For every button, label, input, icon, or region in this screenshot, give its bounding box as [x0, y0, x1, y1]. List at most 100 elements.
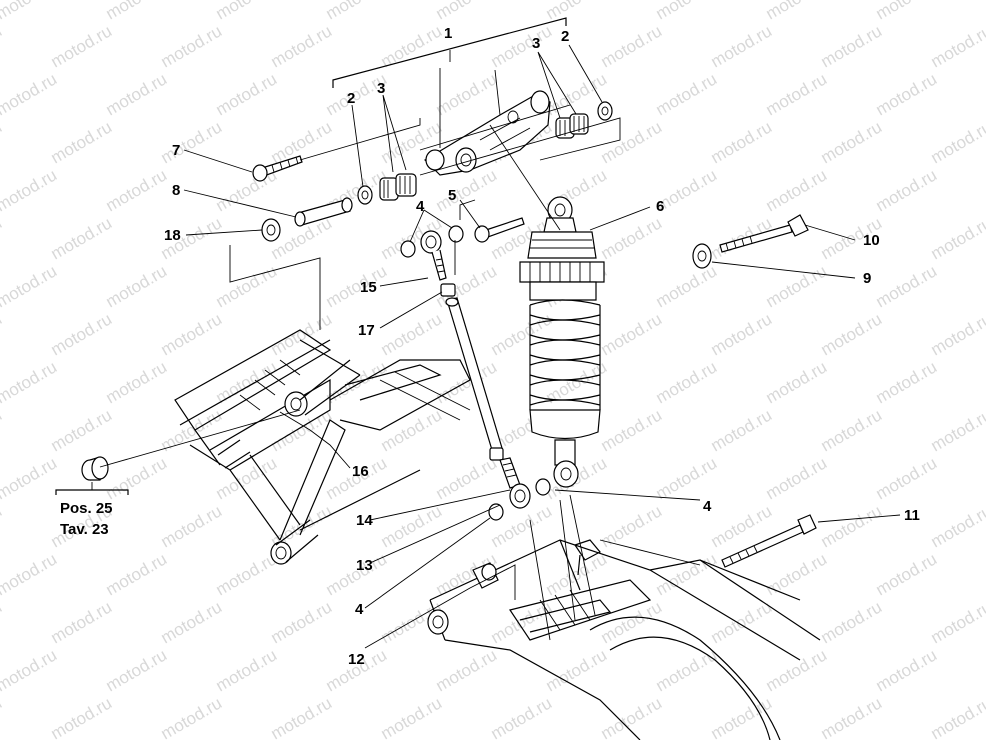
needle-bearing-right — [555, 113, 589, 139]
watermark-text: motod.ru — [873, 165, 941, 215]
callout-13: 13 — [356, 557, 373, 574]
watermark-text: motod.ru — [213, 261, 281, 311]
watermark-text: motod.ru — [763, 165, 831, 215]
callout-6: 6 — [656, 198, 664, 215]
watermark-text: motod.ru — [873, 357, 941, 407]
watermark-text: motod.ru — [103, 0, 171, 23]
watermark-text: motod.ru — [983, 0, 986, 23]
watermark-text: motod.ru — [653, 261, 721, 311]
watermark-text: motod.ru — [598, 693, 666, 740]
watermark-text: motod.ru — [653, 357, 721, 407]
watermark-text: motod.ru — [433, 453, 501, 503]
watermark-text: motod.ru — [158, 501, 226, 551]
callout-4-right: 4 — [703, 498, 712, 515]
reference-tav: Tav. 23 — [60, 521, 109, 538]
bolt-11 — [721, 514, 817, 568]
watermark-text: motod.ru — [103, 261, 171, 311]
watermark-text: motod.ru — [0, 69, 60, 119]
watermark-text: motod.ru — [323, 261, 391, 311]
watermark-text: motod.ru — [48, 597, 116, 647]
watermark-text: motod.ru — [708, 117, 776, 167]
watermark-text: motod.ru — [213, 69, 281, 119]
nut-17 — [440, 283, 456, 297]
callout-9: 9 — [863, 270, 871, 287]
callout-4-lower: 4 — [355, 601, 364, 618]
watermark-text: motod.ru — [103, 549, 171, 599]
bolt-5 — [474, 217, 525, 243]
watermark-text: motod.ru — [708, 597, 776, 647]
watermark-text: motod.ru — [928, 309, 986, 359]
watermark-text: motod.ru — [158, 693, 226, 740]
watermark-text: motod.ru — [928, 693, 986, 740]
watermark-text: motod.ru — [0, 165, 60, 215]
washer-right — [597, 101, 613, 121]
callout-12: 12 — [348, 651, 365, 668]
watermark-text: motod.ru — [0, 645, 60, 695]
spacer-8 — [294, 197, 353, 227]
watermark-text: motod.ru — [0, 0, 60, 23]
callout-17: 17 — [358, 322, 375, 339]
watermark-text: motod.ru — [378, 693, 446, 740]
watermark-text: motod.ru — [268, 693, 336, 740]
watermark-text: motod.ru — [268, 309, 336, 359]
bolt-7 — [252, 155, 303, 182]
watermark-text: motod.ru — [323, 0, 391, 23]
watermark-text: motod.ru — [763, 357, 831, 407]
watermark-text: motod.ru — [928, 213, 986, 263]
watermark-text: motod.ru — [378, 21, 446, 71]
callout-16: 16 — [352, 463, 369, 480]
callout-labels: 1 2 2 3 3 4 4 4 5 6 7 8 9 10 11 12 13 14… — [164, 25, 920, 668]
watermark-text: motod.ru — [0, 453, 60, 503]
watermark-text: motod.ru — [48, 21, 116, 71]
watermark-text: motod.ru — [873, 261, 941, 311]
rocker-arm — [424, 90, 551, 176]
shock-absorber — [519, 196, 605, 488]
watermark-text: motod.ru — [983, 69, 986, 119]
watermark-text: motod.ru — [433, 0, 501, 23]
watermark-text: motod.ru — [48, 309, 116, 359]
watermark-text: motod.ru — [983, 357, 986, 407]
watermark-text: motod.ru — [653, 69, 721, 119]
watermark-text: motod.ru — [708, 693, 776, 740]
watermark-text: motod.ru — [0, 117, 5, 167]
watermark-text: motod.ru — [268, 21, 336, 71]
watermark-text: motod.ru — [488, 309, 556, 359]
watermark-text: motod.ru — [983, 549, 986, 599]
watermark-text: motod.ru — [433, 69, 501, 119]
watermark-text: motod.ru — [543, 549, 611, 599]
callout-10: 10 — [863, 232, 880, 249]
callout-8: 8 — [172, 182, 180, 199]
watermark-text: motod.ru — [708, 21, 776, 71]
watermark-text: motod.ru — [0, 213, 5, 263]
watermark-text: motod.ru — [103, 165, 171, 215]
watermark-text: motod.ru — [433, 645, 501, 695]
watermark-text: motod.ru — [653, 453, 721, 503]
rod-end-15 — [420, 230, 447, 281]
watermark-text: motod.ru — [0, 597, 5, 647]
watermark-text: motod.ru — [928, 501, 986, 551]
callout-15: 15 — [360, 279, 377, 296]
watermark-text: motod.ru — [598, 213, 666, 263]
callout-5: 5 — [448, 187, 456, 204]
callout-3-right: 3 — [532, 35, 540, 52]
spacer-12 — [472, 562, 499, 589]
watermark-text: motod.ru — [48, 117, 116, 167]
watermark-text: motod.ru — [543, 645, 611, 695]
watermark-text: motod.ru — [158, 21, 226, 71]
reference-pos: Pos. 25 — [60, 500, 113, 517]
watermark-text: motod.ru — [103, 453, 171, 503]
watermark-text: motod.ru — [818, 597, 886, 647]
watermark-text: motod.ru — [0, 21, 5, 71]
watermark-text: motod.ru — [0, 693, 5, 740]
watermark-text: motod.ru — [653, 645, 721, 695]
watermark-text: motod.ru — [983, 165, 986, 215]
watermark-text: motod.ru — [48, 405, 116, 455]
watermark-text: motod.ru — [653, 0, 721, 23]
watermark-text: motod.ru — [488, 693, 556, 740]
watermark-text: motod.ru — [928, 405, 986, 455]
watermark-text: motod.ru — [158, 597, 226, 647]
watermark-text: motod.ru — [873, 69, 941, 119]
washer-9 — [692, 243, 712, 269]
